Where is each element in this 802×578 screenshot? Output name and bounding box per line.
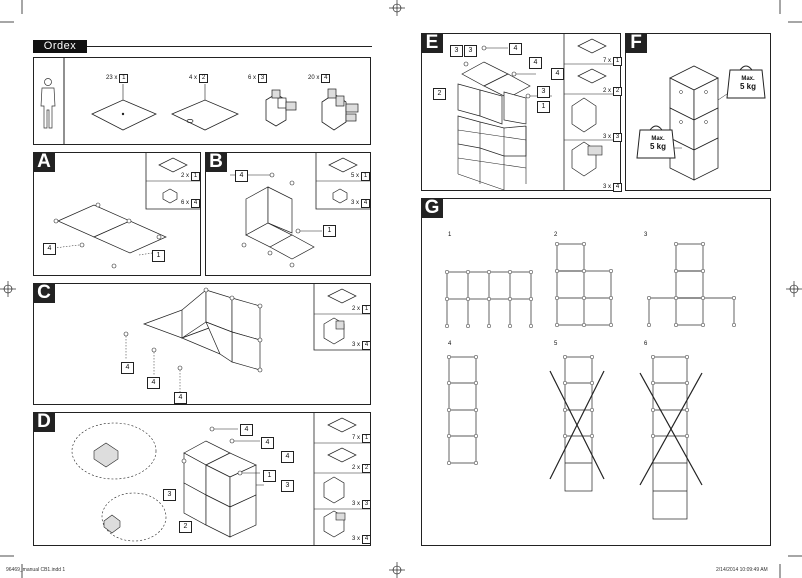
step-d-parts-column: [313, 413, 370, 545]
step-a-letter: A: [33, 152, 55, 172]
step-d-callout-3a: 3: [281, 480, 294, 492]
step-d-callout-3b: 3: [163, 489, 176, 501]
step-b-diagram: [230, 172, 322, 268]
step-e-callout-2: 2: [433, 88, 446, 100]
step-c-callout-4b: 4: [147, 377, 160, 389]
config-1-label: 1: [448, 232, 452, 238]
connector-4-icon: [321, 88, 359, 131]
step-d-callout-4b: 4: [261, 437, 274, 449]
step-e-letter: E: [421, 33, 443, 53]
person-icon: [40, 58, 65, 144]
step-f-panel: Max.5 kg Max.5 kg: [625, 33, 771, 191]
weight-label-left: Max.5 kg: [649, 136, 666, 151]
step-f-diagram: [636, 65, 766, 181]
step-d-letter: D: [33, 412, 55, 432]
step-c-callout-4c: 4: [174, 392, 187, 404]
step-g-configurations: [444, 241, 737, 520]
config-3-label: 3: [644, 232, 648, 238]
step-d-diagram: [71, 422, 264, 542]
step-a-diagram: [53, 202, 167, 269]
step-d-callout-2: 2: [179, 521, 192, 533]
step-b-letter: B: [205, 152, 227, 172]
step-c-callout-4a: 4: [121, 362, 134, 374]
step-d-callout-4c: 4: [281, 451, 294, 463]
step-e-parts-column: [563, 34, 620, 190]
step-e-callout-4c: 4: [551, 68, 564, 80]
step-e-callout-3c: 3: [537, 86, 550, 98]
step-c-letter: C: [33, 283, 55, 303]
config-5-label: 5: [554, 341, 558, 347]
step-e-callout-3a: 3: [450, 45, 463, 57]
step-f-letter: F: [625, 33, 647, 53]
config-2-label: 2: [554, 232, 558, 238]
step-d-callout-1: 1: [263, 470, 276, 482]
step-c-parts-divider: [313, 284, 370, 351]
step-c-diagram: [123, 287, 263, 392]
step-e-callout-1: 1: [537, 101, 550, 113]
footer-timestamp: 2/14/2014 10:09:49 AM: [716, 567, 768, 573]
footer-file-name: 96469_manual CB1.indd 1: [6, 567, 66, 573]
step-b-parts-divider: [315, 153, 370, 210]
config-6-label: 6: [644, 341, 648, 347]
door-panel-icon: [171, 84, 239, 131]
brand-logo: Ordex: [33, 40, 87, 53]
header-rule: [87, 46, 372, 47]
panel-part-icon: [91, 84, 157, 131]
step-a-callout-4: 4: [43, 243, 56, 255]
step-e-callout-3b: 3: [464, 45, 477, 57]
step-g-letter: G: [421, 198, 443, 218]
config-4-label: 4: [448, 341, 452, 347]
weight-label-top: Max.5 kg: [739, 76, 756, 91]
step-e-diagram: [457, 45, 552, 191]
step-a-callout-1: 1: [152, 250, 165, 262]
step-e-callout-4b: 4: [529, 57, 542, 69]
step-b-callout-4: 4: [235, 170, 248, 182]
step-a-parts-divider: [145, 153, 200, 210]
step-d-callout-4a: 4: [240, 424, 253, 436]
step-e-callout-4a: 4: [509, 43, 522, 55]
step-g-panel: 1 2 3 4 5 6: [421, 198, 771, 546]
step-b-callout-1: 1: [323, 225, 336, 237]
connector-3-icon: [265, 89, 297, 127]
